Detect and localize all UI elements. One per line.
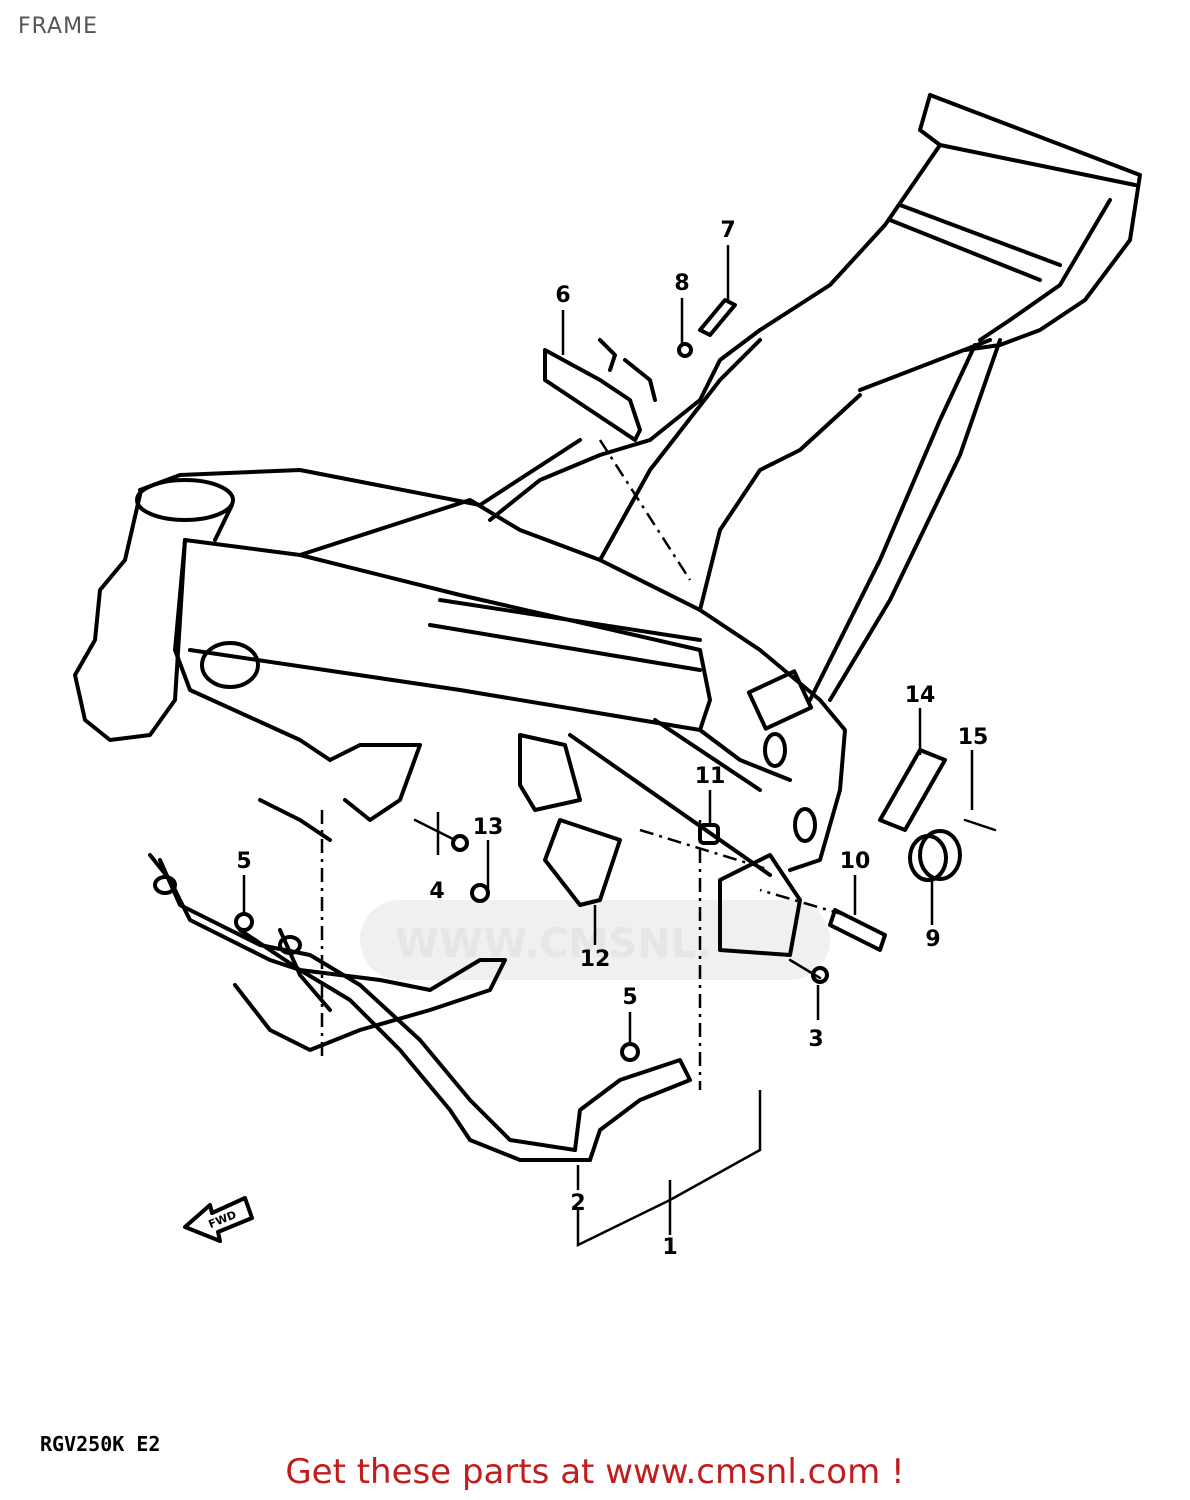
callouts: 1 2 3 4 5 5 6 7 8 9 10 11 12 13 14 15 [236, 218, 988, 1260]
frame-body [73, 93, 1142, 1162]
callout-4: 4 [429, 879, 444, 904]
callout-5a: 5 [236, 849, 251, 874]
model-code: RGV250K E2 [40, 1432, 161, 1456]
callout-14: 14 [905, 683, 936, 708]
callout-6: 6 [555, 283, 570, 308]
callout-11: 11 [695, 764, 726, 789]
callout-9: 9 [925, 927, 940, 952]
page-title: FRAME [18, 14, 98, 39]
leader-lines [242, 245, 974, 1248]
watermark-text: WWW.CMSNL. [395, 921, 711, 967]
callout-5b: 5 [622, 985, 637, 1010]
cmsnl-promo-link[interactable]: Get these parts at www.cmsnl.com ! [285, 1452, 905, 1492]
callout-8: 8 [674, 271, 689, 296]
callout-7: 7 [720, 218, 735, 243]
forward-arrow-icon: FWD [183, 1196, 254, 1243]
callout-15: 15 [958, 725, 989, 750]
callout-2: 2 [570, 1191, 585, 1216]
callout-10: 10 [840, 849, 871, 874]
assembly-lines [320, 439, 846, 1090]
callout-12: 12 [580, 947, 611, 972]
callout-3: 3 [808, 1027, 823, 1052]
callout-1: 1 [662, 1235, 677, 1260]
callout-13: 13 [473, 815, 504, 840]
